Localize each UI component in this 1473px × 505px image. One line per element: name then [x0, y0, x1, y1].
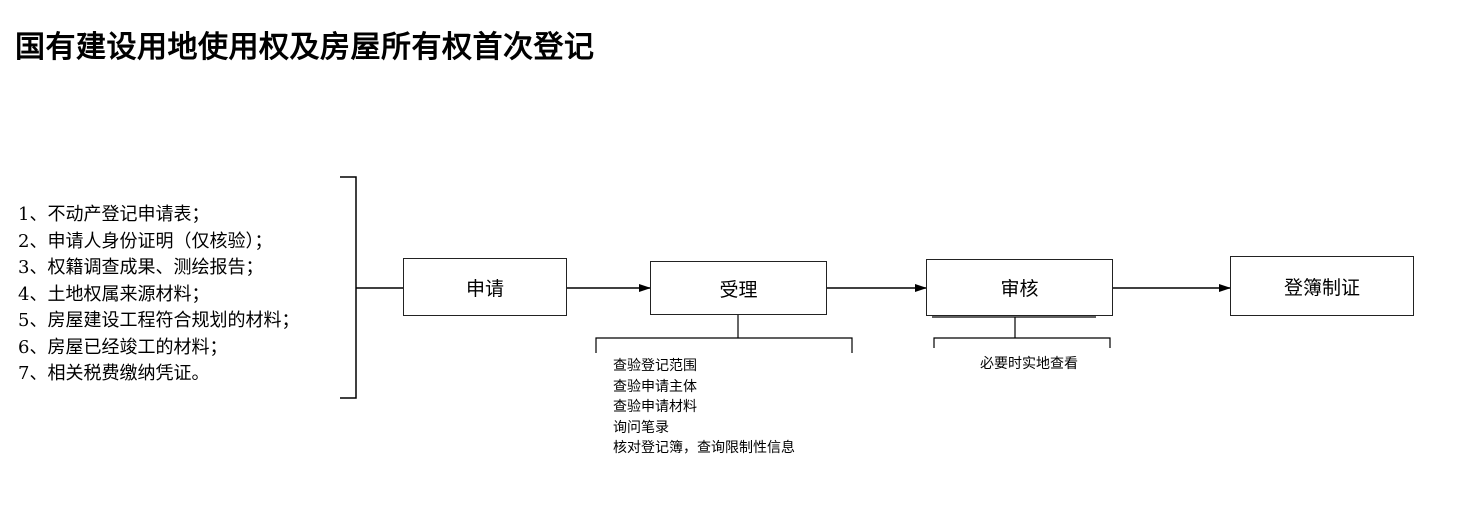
step-review-label: 审核 — [1000, 278, 1039, 300]
page-title: 国有建设用地使用权及房屋所有权首次登记 — [15, 30, 595, 65]
accept-check-item: 查验登记范围 — [613, 358, 697, 374]
requirement-item: 7、相关税费缴纳凭证。 — [18, 363, 210, 384]
requirement-item: 6、房屋已经竣工的材料； — [18, 336, 228, 358]
requirements-list: 1、不动产登记申请表； 2、申请人身份证明（仅核验）； 3、权籍调查成果、测绘报… — [18, 202, 299, 388]
step-accept-label: 受理 — [719, 278, 758, 301]
accept-checks-list: 查验登记范围 查验申请主体 查验申请材料 询问笔录 核对登记簿，查询限制性信息 — [613, 356, 795, 459]
step-register-label: 登簿制证 — [1283, 276, 1360, 299]
accept-check-item: 查验申请主体 — [613, 378, 697, 395]
step-accept: 受理 — [650, 261, 827, 315]
step-apply: 申请 — [403, 258, 567, 316]
requirement-item: 3、权籍调查成果、测绘报告； — [18, 257, 264, 278]
accept-bracket — [595, 315, 853, 353]
requirement-item: 2、申请人身份证明（仅核验）； — [18, 230, 273, 252]
step-apply-label: 申请 — [465, 277, 504, 300]
accept-check-item: 查验申请材料 — [613, 399, 697, 415]
requirements-brace — [340, 176, 403, 399]
requirement-item: 1、不动产登记申请表； — [18, 204, 210, 225]
requirement-item: 4、土地权属来源材料； — [18, 283, 210, 305]
review-note: 必要时实地查看 — [980, 356, 1078, 372]
step-review: 审核 — [926, 259, 1113, 316]
requirement-item: 5、房屋建设工程符合规划的材料； — [18, 310, 300, 331]
accept-check-item: 询问笔录 — [613, 419, 669, 436]
review-bracket — [932, 316, 1111, 348]
step-register: 登簿制证 — [1230, 256, 1414, 316]
accept-check-item: 核对登记簿，查询限制性信息 — [613, 440, 795, 456]
